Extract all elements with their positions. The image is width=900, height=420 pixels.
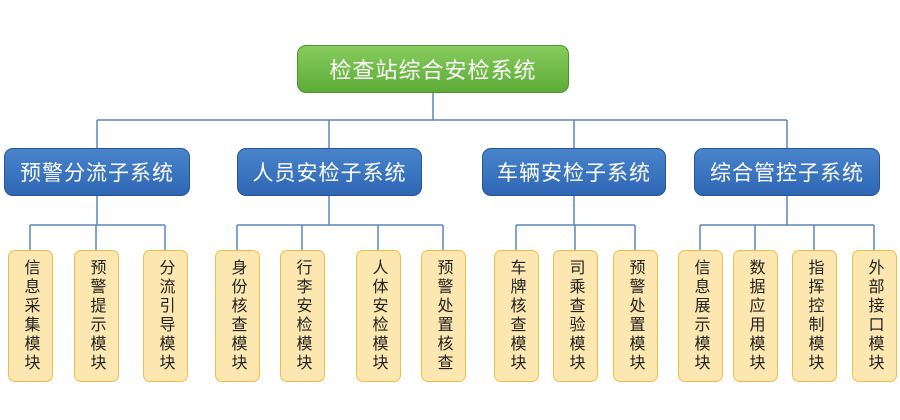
module-node: 身份核查模块 [215,250,260,382]
module-node: 人体安检模块 [356,250,401,382]
module-node: 外部接口模块 [852,250,897,382]
subsystem-node-vehicle: 车辆安检子系统 [482,148,666,196]
module-node: 预警处置模块 [613,250,658,382]
module-node: 行李安检模块 [280,250,325,382]
module-node: 信息展示模块 [678,250,723,382]
module-node: 车牌核查模块 [494,250,539,382]
module-node: 数据应用模块 [733,250,778,382]
subsystem-node-control: 综合管控子系统 [694,148,880,196]
subsystem-node-personnel: 人员安检子系统 [237,148,422,196]
module-node: 信息采集模块 [8,250,53,382]
module-node: 司乘查验模块 [553,250,598,382]
root-node: 检查站综合安检系统 [297,45,569,93]
module-node: 预警处置核查 [421,250,466,382]
module-node: 分流引导模块 [143,250,188,382]
module-node: 预警提示模块 [74,250,119,382]
subsystem-node-warning: 预警分流子系统 [4,148,190,196]
module-node: 指挥控制模块 [792,250,837,382]
